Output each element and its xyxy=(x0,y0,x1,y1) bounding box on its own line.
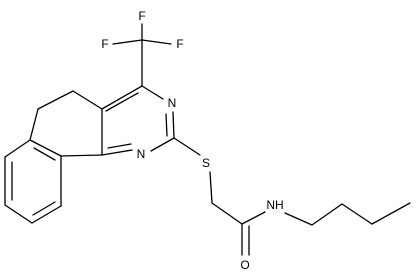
atom-labels: F F F N N S NH O xyxy=(101,9,283,272)
bond-n3-c2-a xyxy=(172,111,175,139)
bond-c4-c4a-a xyxy=(101,85,143,110)
bond-c5-c6 xyxy=(37,90,74,110)
bond-c2-c3 xyxy=(341,203,373,225)
bond-c2-n1 xyxy=(150,137,175,152)
bond-c8-c9 xyxy=(4,204,33,224)
bond-c6a-c10a-inner xyxy=(33,147,56,161)
bond-c2-s xyxy=(173,137,201,156)
bond-c3-c4 xyxy=(371,202,411,225)
bond-c10a-c10b xyxy=(60,154,103,157)
bond-c6-c6a xyxy=(29,108,39,141)
bond-c6a-c7 xyxy=(4,139,31,158)
bond-c9-c10-a xyxy=(31,205,62,224)
bond-cf3-f-left xyxy=(112,39,143,45)
atom-f-top: F xyxy=(138,9,145,23)
atom-n3: N xyxy=(168,96,177,110)
bond-c6a-c10a xyxy=(29,139,62,157)
bond-n1-c10b-a xyxy=(101,149,133,156)
bond-s-ch2 xyxy=(209,171,213,204)
bond-c9-c10-b xyxy=(32,201,56,216)
bond-c4a-c5 xyxy=(72,90,103,110)
bond-cf3-f-right xyxy=(141,39,172,45)
bond-c1-c2 xyxy=(311,203,343,226)
bond-ch2-co xyxy=(211,202,243,225)
atom-o: O xyxy=(240,258,249,272)
atom-n1: N xyxy=(137,147,146,161)
bond-c4-c4a-b xyxy=(105,92,139,112)
bond-nh-c1 xyxy=(284,212,313,226)
bond-c4-n3 xyxy=(141,85,164,100)
bond-co-nh xyxy=(241,211,266,225)
bond-n3-c2-b xyxy=(165,113,168,137)
atom-f-left: F xyxy=(101,37,108,51)
atom-s: S xyxy=(202,156,210,170)
atom-nh: NH xyxy=(266,198,283,212)
bond-n1-c10b-b xyxy=(107,143,132,149)
atom-f-right: F xyxy=(176,37,183,51)
bond-lines xyxy=(4,23,411,256)
